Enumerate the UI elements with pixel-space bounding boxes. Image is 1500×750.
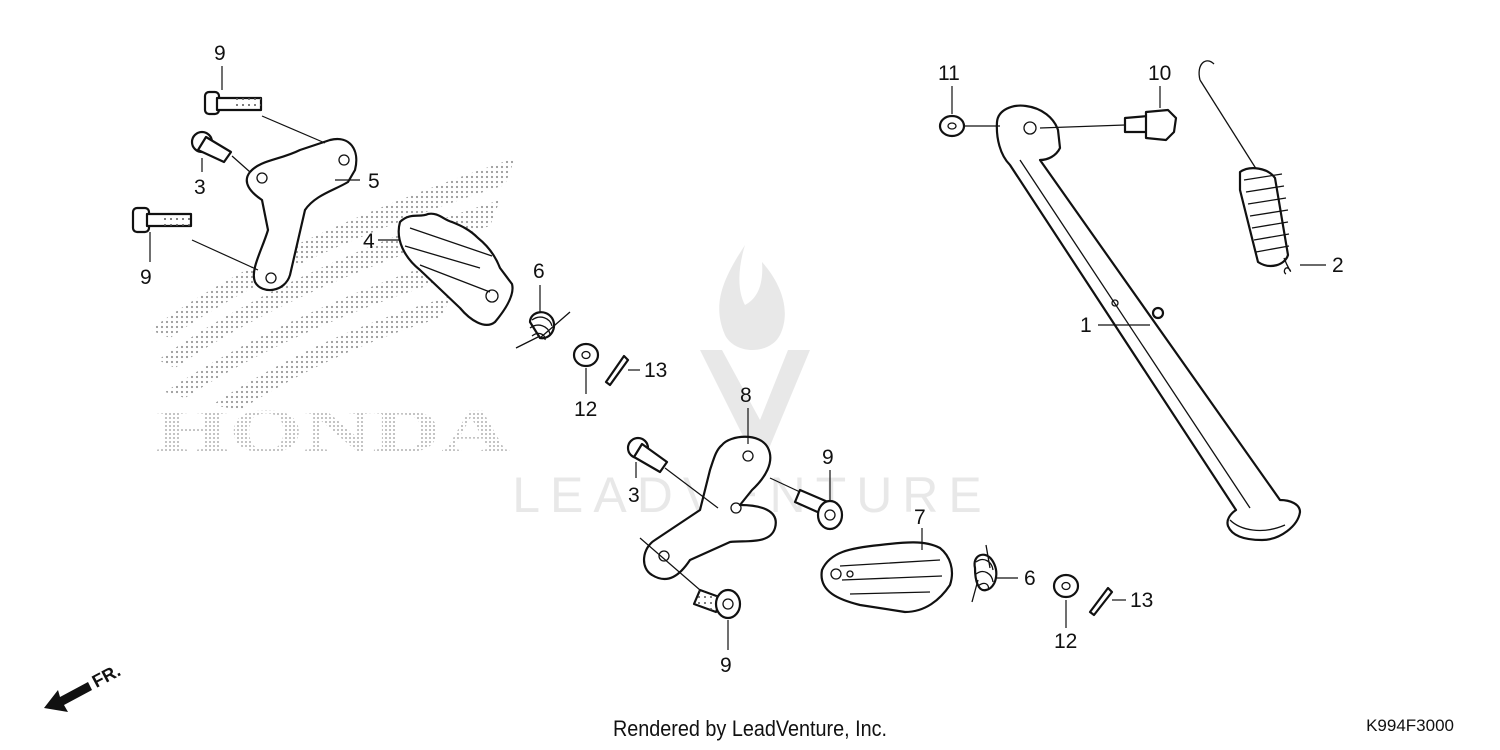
callout-6: 6 — [1024, 567, 1036, 590]
callout-12: 12 — [1054, 630, 1077, 653]
pin-3-right[interactable] — [626, 436, 669, 474]
front-direction-arrow — [44, 682, 92, 712]
honda-wordmark: HONDA — [155, 398, 510, 466]
callout-1: 1 — [1080, 314, 1092, 337]
honda-wing-logo: HONDA — [150, 158, 515, 466]
callouts: 9 3 5 9 4 6 12 13 8 3 9 9 7 6 12 13 11 1… — [140, 42, 1344, 677]
callout-9: 9 — [720, 654, 732, 677]
footpeg-bracket-8[interactable] — [643, 435, 777, 581]
footpeg-bracket-5[interactable] — [245, 137, 358, 292]
spring-6-left[interactable] — [515, 311, 571, 349]
leader-lines — [149, 66, 1326, 650]
callout-9: 9 — [214, 42, 226, 65]
footer-credit: Rendered by LeadVenture, Inc. — [612, 716, 888, 741]
callout-5: 5 — [368, 170, 380, 193]
washer-11[interactable] — [938, 114, 966, 138]
callout-12: 12 — [574, 398, 597, 421]
callout-13: 13 — [644, 359, 667, 382]
footpeg-4[interactable] — [397, 212, 514, 326]
washer-12-left[interactable] — [572, 342, 600, 368]
diagram-code: K994F3000 — [1366, 716, 1454, 735]
pin-3-left[interactable] — [190, 130, 233, 164]
bolt-9-left[interactable] — [131, 206, 193, 234]
side-stand-1[interactable] — [995, 104, 1302, 542]
callout-3: 3 — [628, 484, 640, 507]
callout-2: 2 — [1332, 254, 1344, 277]
bolt-9-top[interactable] — [203, 90, 263, 116]
bolt-9-right-upper[interactable] — [793, 488, 844, 531]
callout-13: 13 — [1130, 589, 1153, 612]
cotter-pin-13-left[interactable] — [604, 354, 630, 387]
spring-6-right[interactable] — [971, 544, 998, 603]
bolt-10[interactable] — [1123, 108, 1178, 142]
callout-6: 6 — [533, 260, 545, 283]
callout-3: 3 — [194, 176, 206, 199]
callout-9: 9 — [140, 266, 152, 289]
callout-10: 10 — [1148, 62, 1171, 85]
callout-4: 4 — [363, 230, 375, 253]
footpeg-7[interactable] — [820, 541, 954, 614]
washer-12-right[interactable] — [1052, 573, 1080, 599]
callout-11: 11 — [938, 62, 960, 85]
return-spring-2[interactable] — [1198, 60, 1292, 275]
callout-9: 9 — [822, 446, 834, 469]
bolt-9-right-lower[interactable] — [692, 588, 742, 620]
cotter-pin-13-right[interactable] — [1088, 586, 1114, 617]
callout-7: 7 — [914, 506, 926, 529]
callout-8: 8 — [740, 384, 752, 407]
